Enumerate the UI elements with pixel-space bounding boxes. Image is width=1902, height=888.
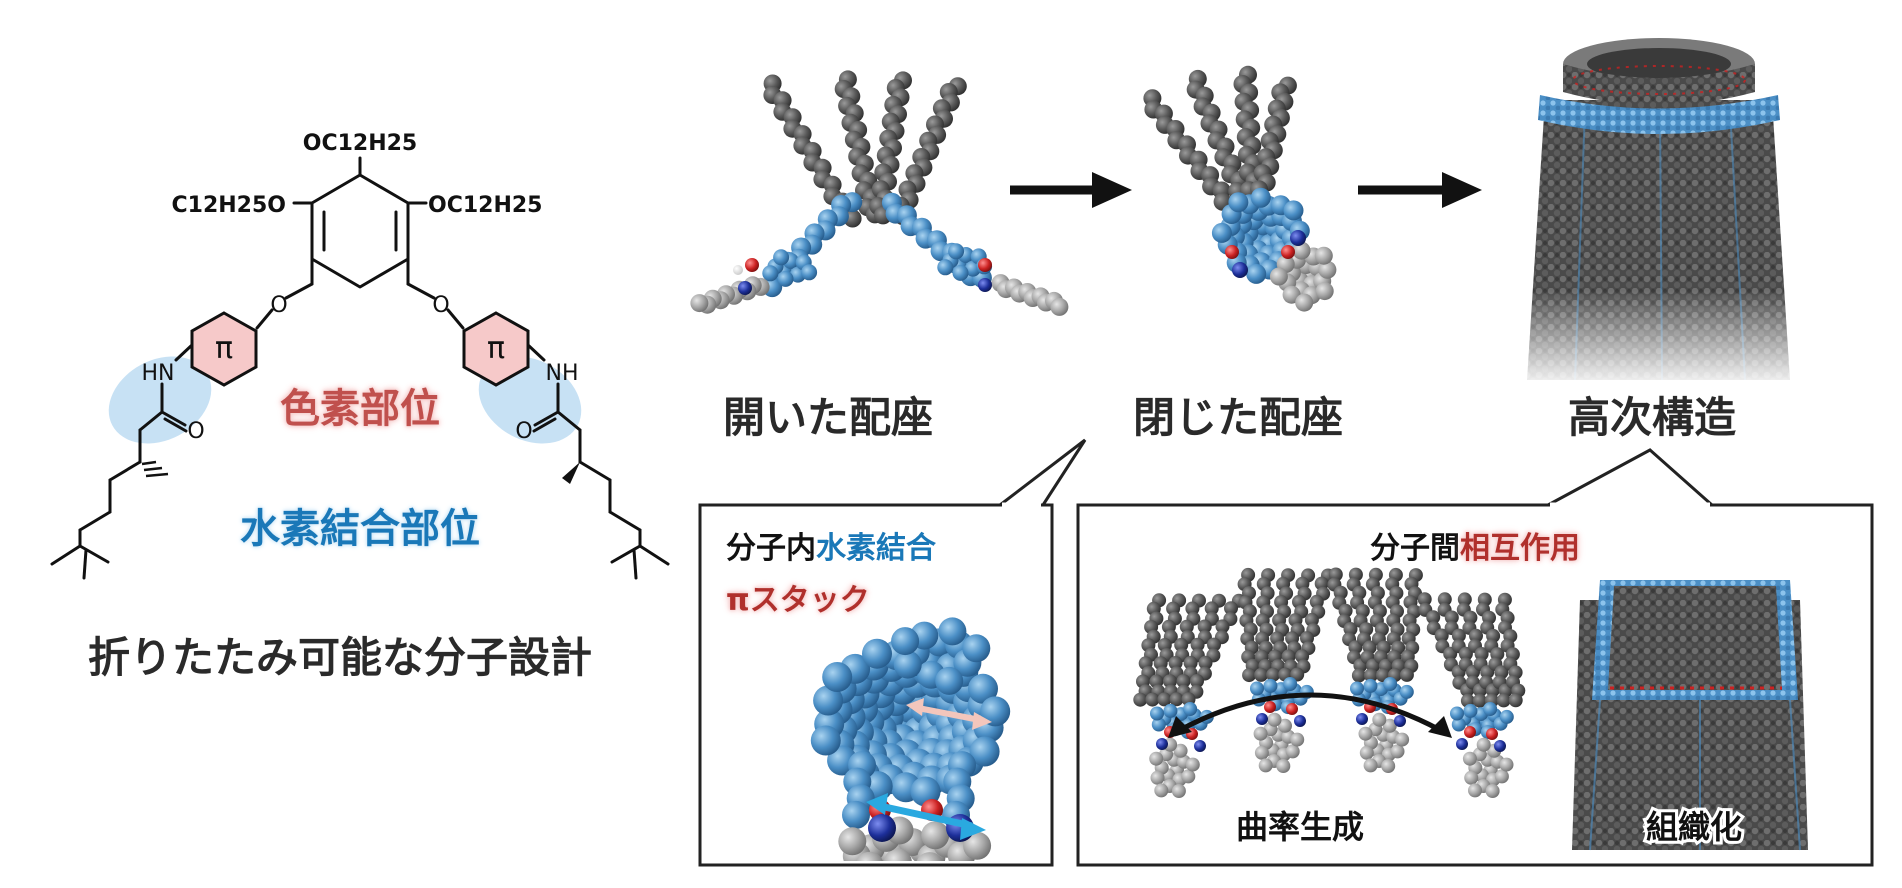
molecule-caption: 折りたたみ可能な分子設計 (88, 633, 592, 682)
curvature-assembly-model (1133, 567, 1526, 798)
tube-assembly-model (1520, 38, 1800, 390)
svg-text:π: π (215, 331, 233, 366)
organization-label: 組織化 (1646, 808, 1742, 846)
inter-title: 分子間相互作用 (1370, 531, 1580, 566)
closed-conformation-model (1143, 65, 1337, 312)
hbond-highlight-left (108, 356, 212, 444)
stage-label-open: 開いた配座 (723, 393, 933, 442)
pi-ring-right: π (462, 311, 530, 387)
double-arrow-icon (866, 793, 986, 840)
carbonyl-o-left: O (187, 419, 204, 444)
dye-site-label: 色素部位 (280, 386, 440, 432)
ether-o-left: O (270, 293, 287, 318)
amide-nh-right: NH (546, 361, 579, 386)
intramolecular-panel: 分子内水素結合 πスタック (698, 438, 1087, 867)
intra-subtitle: πスタック (726, 583, 870, 618)
intra-title: 分子内水素結合 (726, 531, 936, 566)
organization-tube-model (1572, 580, 1808, 851)
carbonyl-o-right: O (515, 419, 532, 444)
pi-ring-left: π (190, 311, 258, 387)
amide-nh-left: HN (142, 361, 175, 386)
arrow-right-icon (1010, 172, 1132, 208)
arrow-right-icon (1358, 172, 1482, 208)
substituent-right: OC12H25 (428, 193, 543, 218)
intermolecular-panel: 分子間相互作用 曲率生成 組織化 (1076, 448, 1874, 867)
chemical-structure: π π OC12H25 C12H25O OC12H25 O O HN NH O … (50, 131, 670, 682)
callout-pointer-icon (1547, 448, 1713, 507)
hbond-site-label: 水素結合部位 (240, 506, 480, 552)
substituent-top: OC12H25 (303, 131, 418, 156)
stage-label-closed: 閉じた配座 (1133, 393, 1343, 442)
substituent-left: C12H25O (172, 193, 287, 218)
pi-stack-model (810, 617, 1011, 861)
curvature-label: 曲率生成 (1236, 808, 1364, 846)
ether-o-right: O (432, 293, 449, 318)
callout-pointer-icon (999, 438, 1087, 507)
open-conformation-model (690, 70, 1069, 316)
double-arrow-icon (1168, 692, 1452, 738)
svg-text:π: π (487, 331, 505, 366)
stage-label-higher-order: 高次構造 (1568, 393, 1736, 442)
double-arrow-icon (906, 698, 992, 730)
